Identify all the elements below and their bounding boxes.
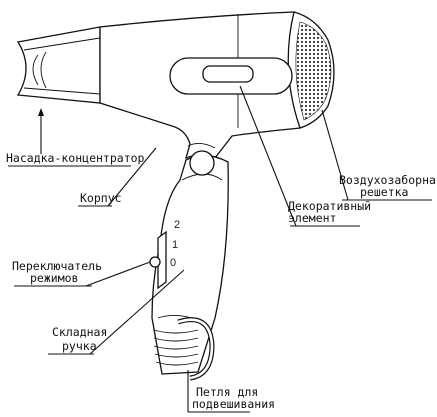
label-handle-line2: ручка <box>62 339 97 353</box>
label-switch-line2: режимов <box>30 271 78 285</box>
nozzle-shape <box>18 27 100 103</box>
air-intake-grille <box>288 12 334 128</box>
label-decor-line2: элемент <box>288 211 336 225</box>
label-nozzle: Насадка-концентратор <box>6 151 145 165</box>
label-handle-line1: Складная <box>52 325 107 339</box>
label-grille-line2: решетка <box>360 185 408 199</box>
decorative-element <box>170 58 292 94</box>
label-body: Корпус <box>80 191 122 205</box>
label-loop-line2: подвешивания <box>192 397 275 411</box>
switch-position-1: 1 <box>172 239 178 251</box>
switch-position-0: 0 <box>170 257 176 269</box>
switch-position-2: 2 <box>174 219 180 231</box>
